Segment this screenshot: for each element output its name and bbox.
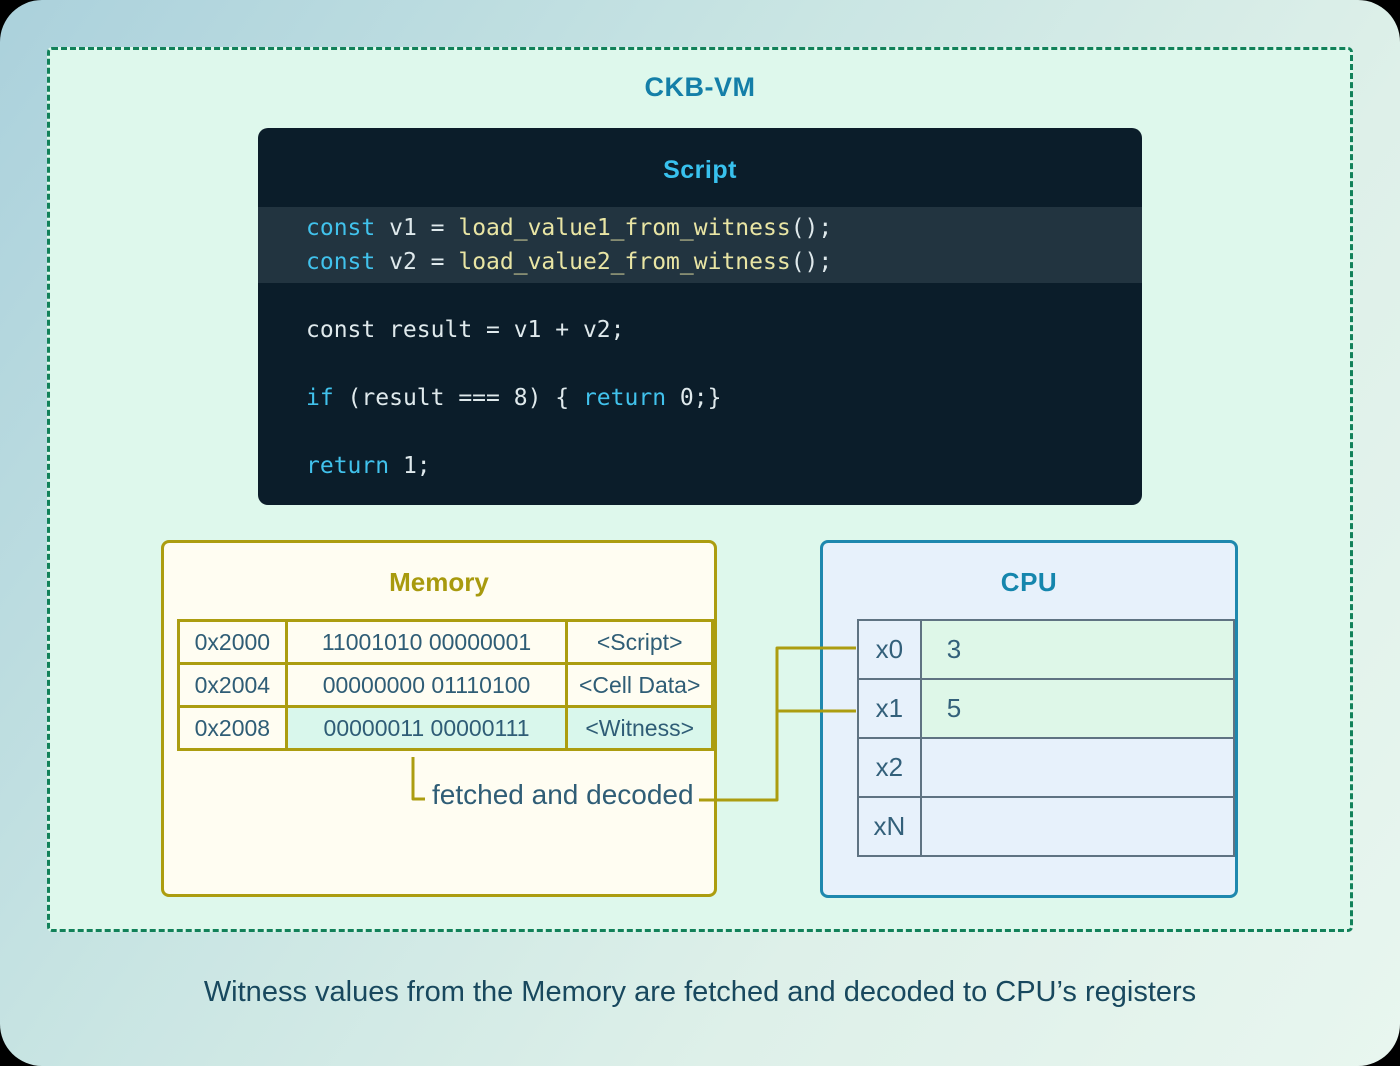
diagram-caption: Witness values from the Memory are fetch… [203,976,1197,1008]
code-token: const [306,249,376,275]
memory-address-cell: 0x2008 [177,705,288,751]
code-token: (); [790,215,833,241]
cpu-box: CPU x0 3 x1 5 x2 xN [820,540,1238,898]
memory-data-cell-highlighted: 00000011 00000111 [284,705,569,751]
code-token: v1 = [375,215,459,241]
memory-row: 0x2004 00000000 01110100 <Cell Data> [177,662,714,708]
register-value-highlighted: 5 [919,678,1236,739]
code-token: load_value1_from_witness [458,215,791,241]
code-token: 1; [389,453,431,479]
register-name: x2 [857,737,922,798]
register-name: x0 [857,619,922,680]
ckb-vm-title: CKB-VM [644,72,756,102]
code-token: const [306,215,376,241]
cpu-title: CPU [1000,567,1058,597]
code-line: return 1; [306,449,1132,483]
code-token: (result === 8) { [333,385,583,411]
code-token: (); [790,249,833,275]
memory-title: Memory [389,567,489,597]
code-token: load_value2_from_witness [458,249,791,275]
code-listing: const v1 = load_value1_from_witness(); c… [306,211,1132,483]
memory-label-cell: <Cell Data> [565,662,714,708]
register-name: x1 [857,678,922,739]
code-line: const v1 = load_value1_from_witness(); [306,211,1132,245]
register-row: x0 3 [857,619,1236,680]
code-blank-line [306,279,1132,313]
code-token: if [306,385,334,411]
register-row: x1 5 [857,678,1236,739]
register-name: xN [857,796,922,857]
code-line: const v2 = load_value2_from_witness(); [306,245,1132,279]
code-token: return [306,453,390,479]
code-blank-line [306,347,1132,381]
register-row: x2 [857,737,1236,798]
code-token: const result = v1 + v2; [306,317,625,343]
memory-data-cell: 11001010 00000001 [284,619,569,665]
memory-table: 0x2000 11001010 00000001 <Script> 0x2004… [177,619,714,751]
code-token: 0;} [666,385,722,411]
memory-label-cell-highlighted: <Witness> [565,705,714,751]
register-value [919,737,1236,798]
code-line: const result = v1 + v2; [306,313,1132,347]
code-token: v2 = [375,249,459,275]
code-blank-line [306,415,1132,449]
memory-data-cell: 00000000 01110100 [284,662,569,708]
code-line: if (result === 8) { return 0;} [306,381,1132,415]
memory-row-witness: 0x2008 00000011 00000111 <Witness> [177,705,714,751]
fetched-and-decoded-label: fetched and decoded [432,779,694,810]
code-highlight-band [258,207,1142,283]
register-value-highlighted: 3 [919,619,1236,680]
cpu-register-table: x0 3 x1 5 x2 xN [857,619,1236,857]
register-row: xN [857,796,1236,857]
register-value [919,796,1236,857]
memory-address-cell: 0x2004 [177,662,288,708]
memory-box: Memory 0x2000 11001010 00000001 <Script>… [161,540,717,897]
memory-label-cell: <Script> [565,619,714,665]
memory-row: 0x2000 11001010 00000001 <Script> [177,619,714,665]
script-code-block: Script const v1 = load_value1_from_witne… [258,128,1142,505]
memory-address-cell: 0x2000 [177,619,288,665]
code-token: return [582,385,667,411]
script-title: Script [663,156,737,184]
